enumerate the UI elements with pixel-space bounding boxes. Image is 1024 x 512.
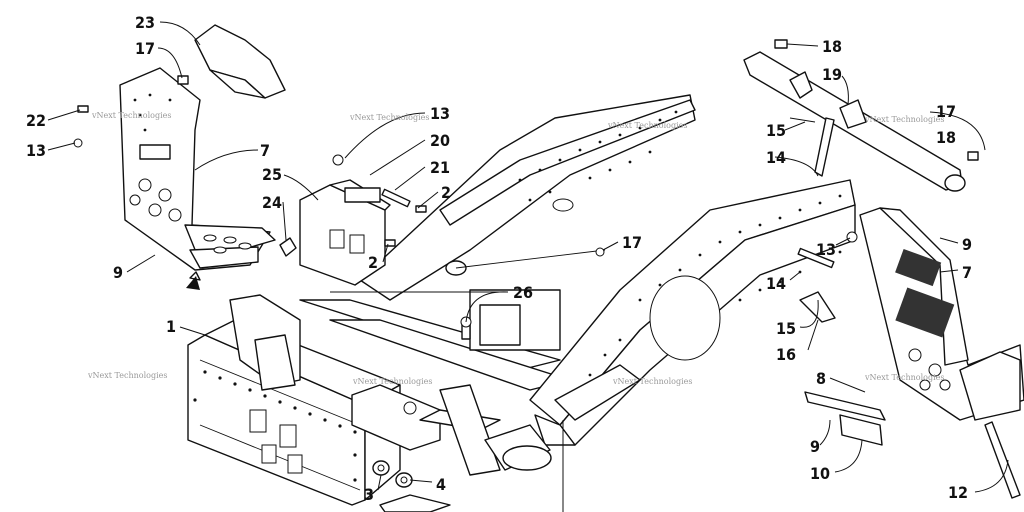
callout-label: 17 xyxy=(936,102,956,121)
callout-label: 3 xyxy=(364,485,374,504)
watermark-text: vNext Technologies xyxy=(349,113,429,122)
watermark-text: vNext Technologies xyxy=(352,377,432,386)
callout-label: 13 xyxy=(26,141,46,160)
watermark-text: vNext Technologies xyxy=(87,371,167,380)
callout-label: 1 xyxy=(166,317,176,336)
callout-label: 14 xyxy=(766,274,786,293)
callout-label: 18 xyxy=(822,37,842,56)
watermark-text: vNext Technologies xyxy=(91,111,171,120)
watermark-text: vNext Technologies xyxy=(607,121,687,130)
callout-label: 26 xyxy=(513,283,533,302)
callout-label: 7 xyxy=(962,263,972,282)
callout-label: 2 xyxy=(368,253,378,272)
callout-label: 16 xyxy=(776,345,796,364)
callout-label: 15 xyxy=(776,319,796,338)
callout-label: 17 xyxy=(135,39,155,58)
callout-label: 21 xyxy=(430,158,450,177)
callout-label: 25 xyxy=(262,165,282,184)
callout-label: 24 xyxy=(262,193,282,212)
callout-label: 13 xyxy=(430,104,450,123)
watermarks: vNext Technologies vNext Technologies vN… xyxy=(87,111,944,386)
callouts: 23 17 22 13 7 9 13 20 21 25 2 24 2 17 26… xyxy=(26,13,972,504)
watermark-text: vNext Technologies xyxy=(612,377,692,386)
callout-label: 9 xyxy=(810,437,820,456)
watermark-text: vNext Technologies xyxy=(864,115,944,124)
callout-label: 20 xyxy=(430,131,450,150)
bottom-fasteners xyxy=(372,460,451,512)
callout-label: 14 xyxy=(766,148,786,167)
callout-label: 22 xyxy=(26,111,46,130)
leader-lines xyxy=(47,21,1009,512)
callout-label: 4 xyxy=(436,475,446,494)
callout-label: 9 xyxy=(113,263,123,282)
callout-label: 9 xyxy=(962,235,972,254)
motor-mount-bracket xyxy=(279,154,605,286)
callout-label: 17 xyxy=(622,233,642,252)
left-footrest-assembly xyxy=(73,24,286,290)
callout-label: 8 xyxy=(816,369,826,388)
callout-label: 7 xyxy=(260,141,270,160)
callout-label: 19 xyxy=(822,65,842,84)
callout-label: 10 xyxy=(810,464,830,483)
right-footrest-assembly xyxy=(797,207,1024,499)
steering-post xyxy=(743,39,979,192)
callout-label: 13 xyxy=(816,240,836,259)
callout-label: 18 xyxy=(936,128,956,147)
callout-label: 15 xyxy=(766,121,786,140)
callout-label: 12 xyxy=(948,483,968,502)
watermark-text: vNext Technologies xyxy=(864,373,944,382)
callout-label: 2 xyxy=(441,183,451,202)
callout-label: 23 xyxy=(135,13,155,32)
